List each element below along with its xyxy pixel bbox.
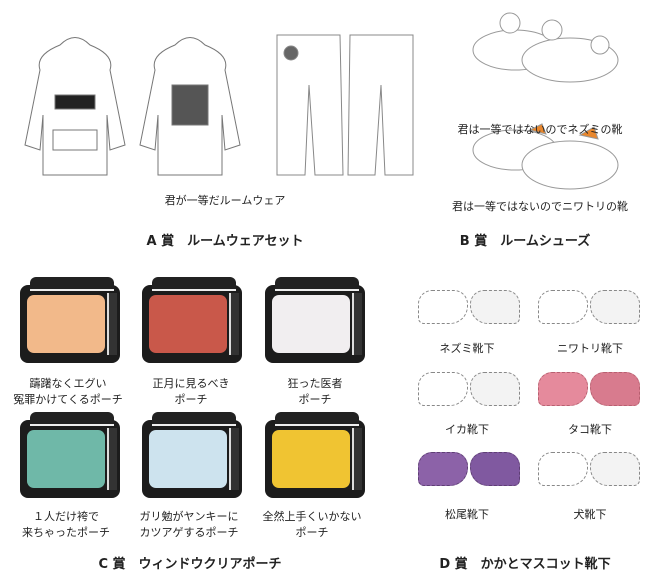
pouch-1 <box>20 277 120 363</box>
squid-sock-right <box>470 372 520 406</box>
prize-a-title: A 賞 ルームウェアセット <box>146 234 304 249</box>
octopus-sock-right <box>590 372 640 406</box>
room-shoes-illustration <box>472 12 619 190</box>
pouch-2 <box>142 277 242 363</box>
mouse-sock-right <box>470 290 520 324</box>
mouse-slippers <box>472 12 619 83</box>
sock-label-mouse: ネズミ靴下 <box>439 342 495 355</box>
hoodie-front <box>24 37 126 176</box>
octopus-sock-left <box>538 372 588 406</box>
dog-sock-left <box>538 452 588 486</box>
chicken-shoes-caption: 君は一等ではないのでニワトリの靴 <box>452 200 628 213</box>
chicken-sock-right <box>590 290 640 324</box>
mouse-shoes-caption: 君は一等ではないのでネズミの靴 <box>457 123 623 136</box>
pouch-4 <box>20 412 120 498</box>
mouse-sock-left <box>418 290 468 324</box>
hoodie-back <box>139 37 241 176</box>
roomwear-caption: 君が一等だルームウェア <box>164 194 286 207</box>
sock-label-squid: イカ靴下 <box>445 423 489 436</box>
sock-label-chicken: ニワトリ靴下 <box>557 342 623 355</box>
pouch-6 <box>265 412 365 498</box>
pouch-5-caption: ガリ勉がヤンキーにカツアゲするポーチ <box>139 510 239 539</box>
chicken-slippers <box>472 123 619 190</box>
prize-d-title: D 賞 かかとマスコット靴下 <box>439 557 611 572</box>
roomwear-illustration <box>24 34 414 176</box>
sock-label-octopus: タコ靴下 <box>568 423 612 436</box>
pouch-6-caption: 全然上手くいかないポーチ <box>262 510 362 539</box>
sock-label-matsuo: 松尾靴下 <box>445 508 489 521</box>
squid-sock-left <box>418 372 468 406</box>
prize-c-title: C 賞 ウィンドウクリアポーチ <box>98 557 282 572</box>
pants <box>276 34 414 176</box>
prize-b-title: B 賞 ルームシューズ <box>459 234 591 249</box>
dog-sock-right <box>590 452 640 486</box>
pouch-5 <box>142 412 242 498</box>
pouch-4-caption: １人だけ袴で来ちゃったポーチ <box>22 510 110 539</box>
pouch-2-caption: 正月に見るべきポーチ <box>152 377 230 406</box>
chicken-sock-left <box>538 290 588 324</box>
pouch-1-caption: 躊躇なくエグい冤罪かけてくるポーチ <box>13 377 123 406</box>
matsuo-sock-right <box>470 452 520 486</box>
sock-label-dog: 犬靴下 <box>573 508 607 521</box>
matsuo-sock-left <box>418 452 468 486</box>
pouch-3-caption: 狂った医者ポーチ <box>287 377 343 406</box>
pouch-3 <box>265 277 365 363</box>
